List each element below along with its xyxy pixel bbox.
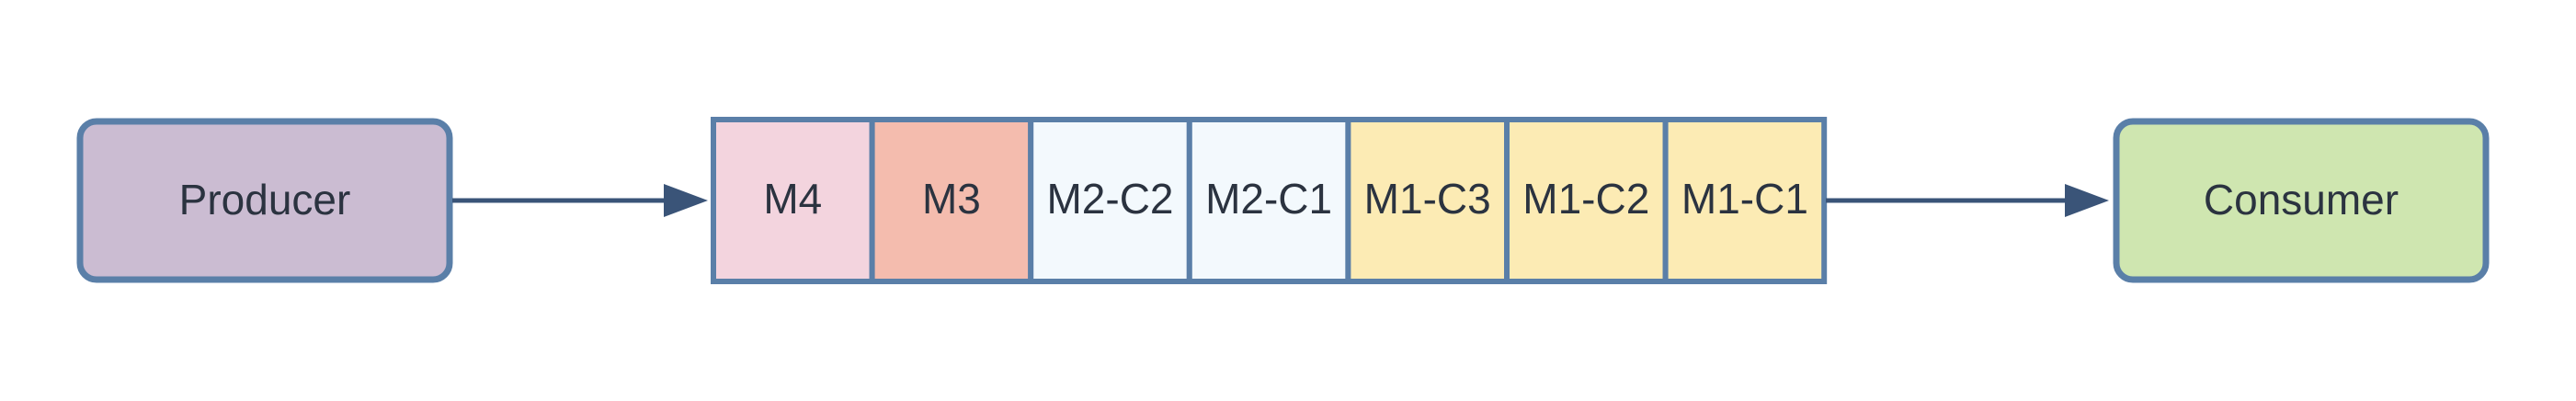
queue-cell-box xyxy=(1504,117,1669,284)
producer-label: Producer xyxy=(179,176,351,223)
queue-cell: M4 xyxy=(711,117,875,284)
queue-cell: M2-C2 xyxy=(1028,117,1192,284)
consumer-label: Consumer xyxy=(2204,176,2399,223)
queue-cell: M1-C2 xyxy=(1504,117,1669,284)
queue-cell: M1-C3 xyxy=(1345,117,1510,284)
queue-cell-label: M2-C2 xyxy=(1046,175,1173,223)
consumer-node: Consumer xyxy=(2113,118,2490,283)
queue-cell: M3 xyxy=(869,117,1034,284)
queue-cell-box xyxy=(869,117,1034,284)
queue-cell-label: M1-C2 xyxy=(1522,175,1649,223)
queue-cell-label: M3 xyxy=(922,175,981,223)
producer-node: Producer xyxy=(76,118,453,283)
queue-cell-label: M4 xyxy=(763,175,822,223)
message-queue: M4 M3 M2-C2 M2-C1 M1-C3 M1-C2 M1-C1 xyxy=(711,117,1828,284)
queue-cell-label: M2-C1 xyxy=(1205,175,1332,223)
arrow-producer-to-queue-head xyxy=(664,184,708,217)
arrow-queue-to-consumer xyxy=(1826,184,2109,217)
queue-cell-label: M1-C1 xyxy=(1681,175,1808,223)
consumer-box xyxy=(2113,118,2490,283)
arrow-queue-to-consumer-head xyxy=(2065,184,2109,217)
queue-cell-box xyxy=(1186,117,1351,284)
queue-cell: M1-C1 xyxy=(1662,117,1828,284)
queue-cell-box xyxy=(1662,117,1828,284)
queue-cell-box xyxy=(1028,117,1192,284)
queue-cell: M2-C1 xyxy=(1186,117,1351,284)
arrow-producer-to-queue xyxy=(452,184,708,217)
queue-cell-label: M1-C3 xyxy=(1364,175,1491,223)
producer-box xyxy=(76,118,453,283)
queue-cell-box xyxy=(711,117,875,284)
